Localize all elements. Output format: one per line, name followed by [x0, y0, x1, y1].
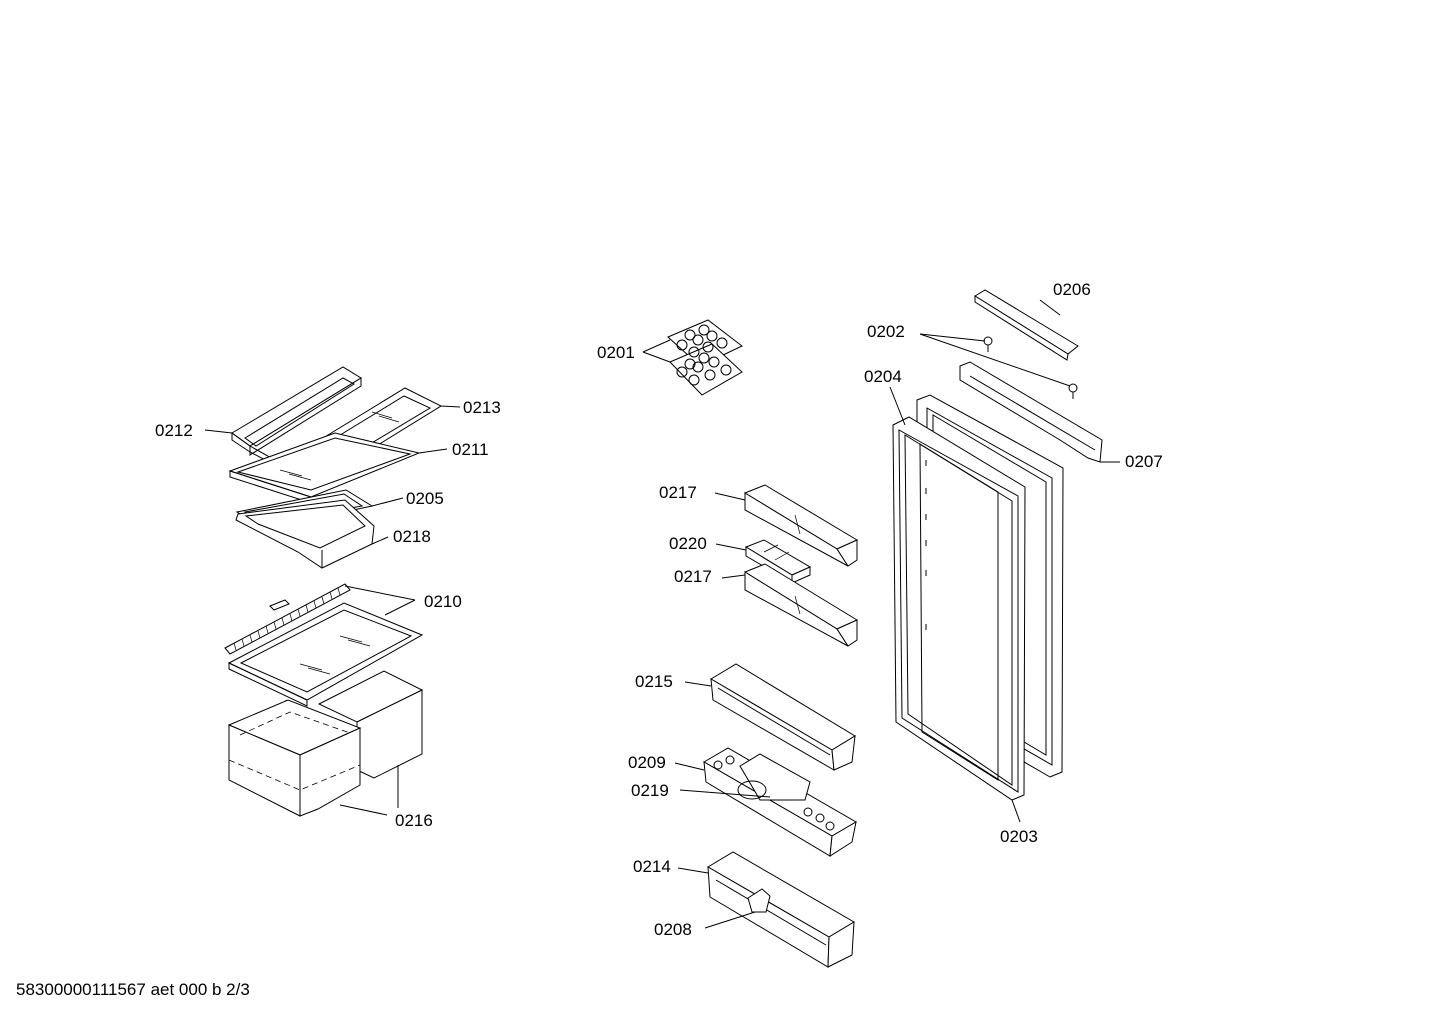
label-0216: 0216 — [395, 811, 433, 830]
label-0206: 0206 — [1053, 280, 1091, 299]
label-0215: 0215 — [635, 672, 673, 691]
upper-shelf-assembly — [204, 366, 461, 569]
label-0209: 0209 — [628, 753, 666, 772]
door-assembly — [889, 289, 1120, 823]
label-0203: 0203 — [1000, 827, 1038, 846]
lower-shelf-assembly — [224, 583, 424, 817]
label-0205: 0205 — [406, 489, 444, 508]
document-reference: 58300000111567 aet 000 b 2/3 — [16, 980, 250, 999]
egg-trays — [642, 319, 743, 396]
label-0217-bottom: 0217 — [674, 567, 712, 586]
label-0214: 0214 — [633, 857, 671, 876]
door-racks-upper — [714, 484, 859, 647]
label-0208: 0208 — [654, 920, 692, 939]
label-0211: 0211 — [452, 440, 489, 459]
label-0220: 0220 — [669, 534, 707, 553]
part-labels: 0212 0213 0211 0205 0218 0210 0216 0201 … — [155, 280, 1163, 939]
label-0201: 0201 — [597, 343, 635, 362]
label-0210: 0210 — [424, 592, 462, 611]
label-0213: 0213 — [463, 398, 501, 417]
label-0207: 0207 — [1125, 452, 1163, 471]
door-racks-lower — [674, 663, 857, 968]
label-0202: 0202 — [867, 322, 905, 341]
label-0218: 0218 — [393, 527, 431, 546]
label-0212: 0212 — [155, 421, 193, 440]
label-0204: 0204 — [864, 367, 902, 386]
label-0219: 0219 — [631, 781, 669, 800]
label-0217-top: 0217 — [659, 483, 697, 502]
